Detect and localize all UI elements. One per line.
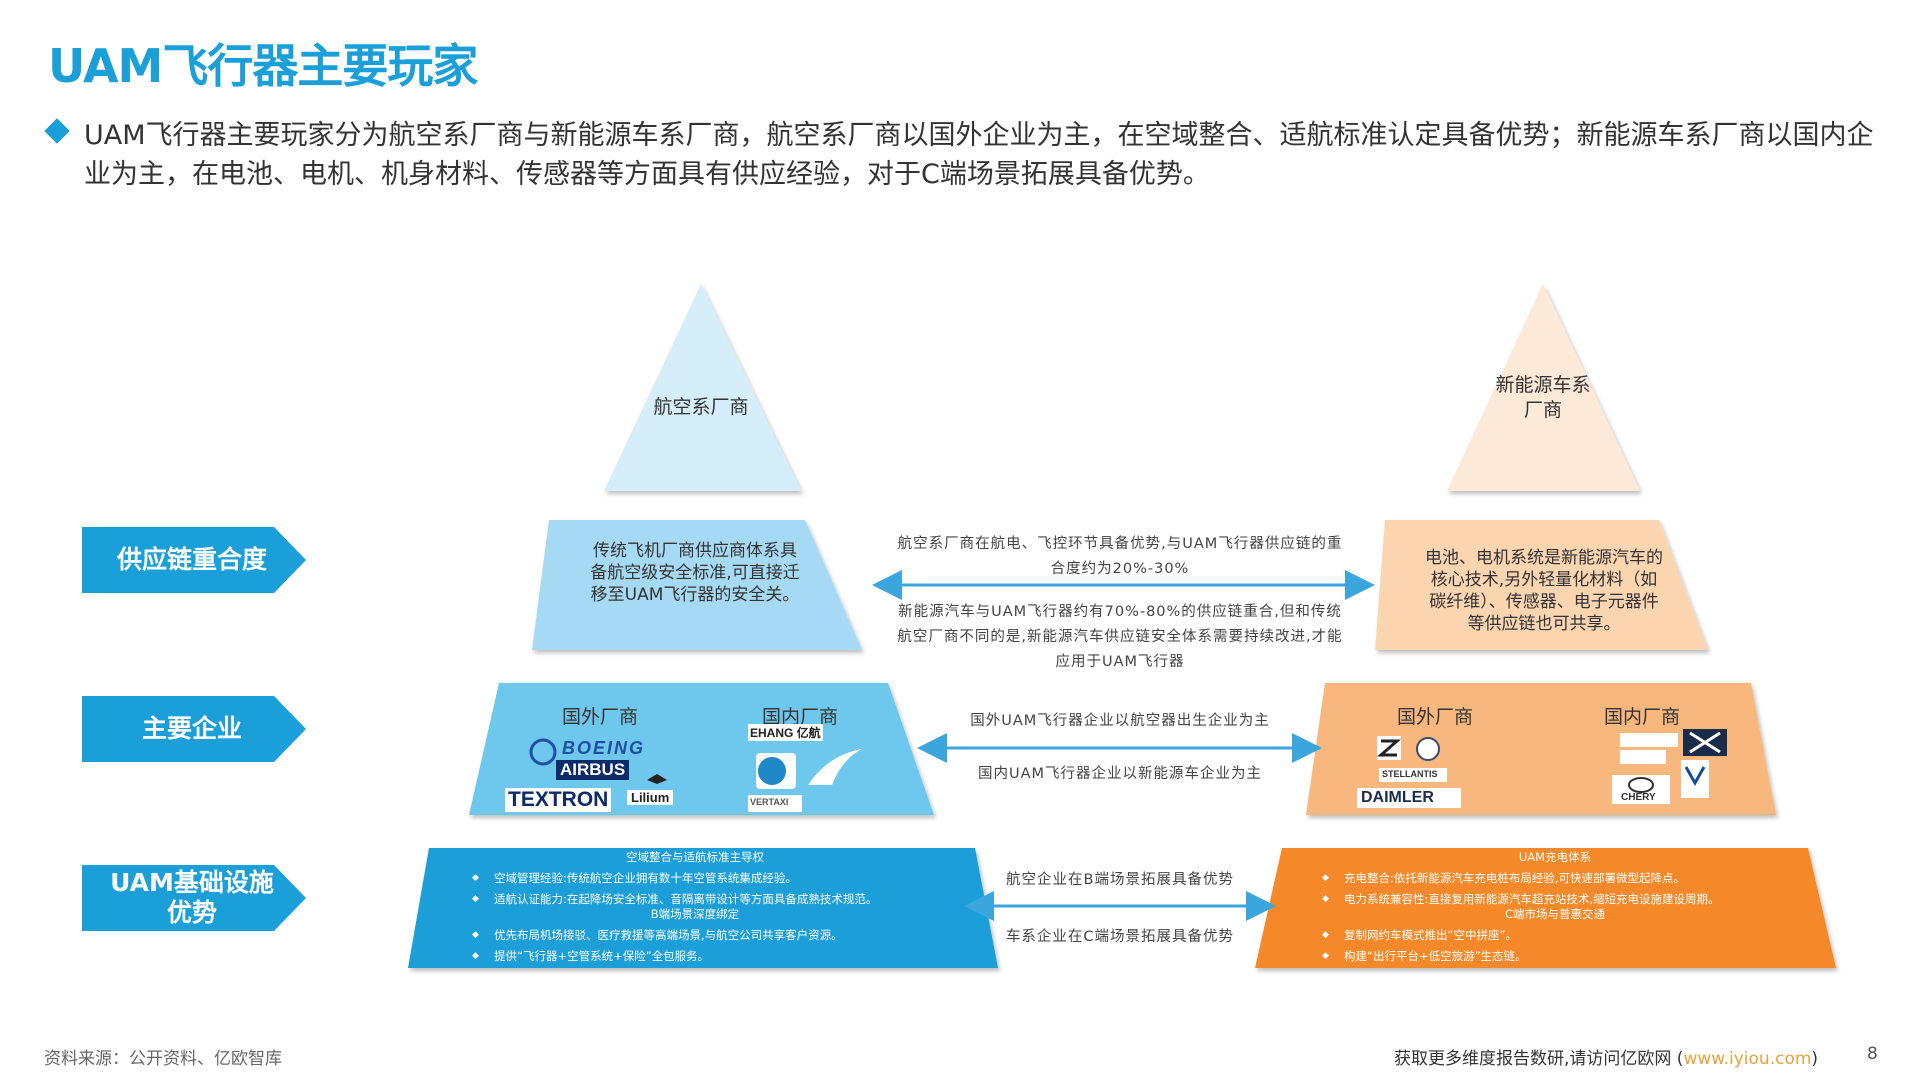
page-title: UAM飞行器主要玩家 bbox=[48, 39, 478, 93]
right-infra-item: 充电整合:依托新能源汽车充电桩布局经验,可快速部署微型起降点。 bbox=[1320, 871, 1790, 885]
lilium-logo: Lilium bbox=[627, 790, 674, 805]
vw-logo-icon bbox=[1416, 737, 1440, 761]
left-pyramid-supply bbox=[532, 520, 862, 650]
stellantis-logo: STELLANTIS bbox=[1382, 769, 1438, 779]
right-infra-item: 复制网约车模式推出“空中拼座”。 bbox=[1320, 928, 1790, 942]
left-infra-item: 适航认证能力:在起降场安全标准、音隔离带设计等方面具备成熟技术规范。 bbox=[470, 892, 920, 906]
right-infra-list: UAM充电体系 充电整合:依托新能源汽车充电桩布局经验,可快速部署微型起降点。 … bbox=[1320, 850, 1790, 963]
left-infra-subhead: B端场景深度绑定 bbox=[650, 907, 740, 921]
supply-banner bbox=[82, 527, 306, 593]
footer-more: 获取更多维度报告数研,请访问亿欧网 (www.iyiou.com) bbox=[1394, 1044, 1818, 1069]
changan-v-icon bbox=[1684, 766, 1706, 787]
page-number: 8 bbox=[1867, 1044, 1878, 1064]
right-supply-text: 电池、电机系统是新能源汽车的核心技术,另外轻量化材料（如碳纤维）、传感器、电子元… bbox=[1425, 548, 1663, 634]
dongfeng-logo-icon bbox=[1620, 750, 1666, 764]
boeing-logo-icon bbox=[529, 738, 557, 766]
left-infra-head: 空域整合与适航标准主导权 bbox=[626, 850, 764, 864]
middle-company-bottom: 国内UAM飞行器企业以新能源车企业为主 bbox=[977, 766, 1263, 782]
gac-logo-icon bbox=[1620, 733, 1678, 747]
iyiou-link[interactable]: www.iyiou.com bbox=[1683, 1049, 1812, 1069]
changan-logo-icon bbox=[1681, 760, 1709, 798]
right-domestic-label: 国内厂商 bbox=[1603, 706, 1680, 728]
companies-banner bbox=[82, 696, 306, 762]
right-infra-head: UAM充电体系 bbox=[1518, 850, 1592, 864]
middle-supply-top: 航空系厂商在航电、飞控环节具备优势,与UAM飞行器供应链的重合度约为20%-30… bbox=[897, 536, 1343, 577]
chery-emblem-icon bbox=[1628, 777, 1654, 793]
daimler-logo: DAIMLER bbox=[1361, 789, 1434, 806]
right-foreign-label: 国外厂商 bbox=[1396, 706, 1473, 728]
middle-supply-bottom: 新能源汽车与UAM飞行器约有70%-80%的供应链重合,但和传统航空厂商不同的是… bbox=[897, 604, 1343, 670]
left-infra-item: 优先布局机场接驳、医疗救援等高端场景,与航空公司共享客户资源。 bbox=[470, 928, 920, 942]
infra-banner-line2: 优势 bbox=[166, 898, 217, 927]
right-pyramid-supply bbox=[1375, 520, 1708, 650]
ehang-circle-logo-icon bbox=[756, 755, 788, 787]
right-infra-subhead: C端市场与普惠交通 bbox=[1504, 907, 1606, 921]
right-top-line1: 新能源车系 bbox=[1495, 374, 1591, 396]
lilium-logo-icon bbox=[647, 774, 667, 784]
left-domestic-label: 国内厂商 bbox=[761, 706, 838, 728]
right-pyramid-top bbox=[1447, 284, 1640, 491]
infra-banner-line1: UAM基础设施 bbox=[110, 868, 274, 897]
vertaxi-logo: VERTAXI bbox=[750, 797, 789, 807]
source-note: 资料来源：公开资料、亿欧智库 bbox=[44, 1049, 282, 1069]
footer-close-paren: ) bbox=[1811, 1049, 1819, 1069]
wing-logo-icon bbox=[808, 749, 862, 785]
supply-banner-label: 供应链重合度 bbox=[116, 545, 267, 574]
chery-logo: CHERY bbox=[1621, 792, 1656, 803]
vertaxi-logo-icon bbox=[748, 795, 802, 812]
textron-logo: TEXTRON bbox=[505, 788, 612, 812]
right-top-label: 新能源车系 厂商 bbox=[1480, 373, 1606, 423]
stellantis-logo-icon bbox=[1379, 768, 1447, 782]
companies-banner-label: 主要企业 bbox=[141, 714, 242, 743]
right-infra-item: 电力系统兼容性:直接复用新能源汽车超充站技术,缩短充电设施建设周期。 bbox=[1320, 892, 1790, 906]
footer-more-text: 获取更多维度报告数研,请访问亿欧网 ( bbox=[1394, 1049, 1684, 1069]
chery-logo-icon bbox=[1612, 775, 1670, 804]
xpeng-x-icon bbox=[1689, 731, 1721, 754]
intro-text: UAM飞行器主要玩家分为航空系厂商与新能源车系厂商，航空系厂商以国外企业为主，在… bbox=[84, 120, 1874, 190]
left-infra-item: 提供“飞行器+空管系统+保险”全包服务。 bbox=[470, 949, 920, 963]
left-infra-list: 空域整合与适航标准主导权 空域管理经验:传统航空企业拥有数十年空管系统集成经验。… bbox=[470, 850, 920, 963]
boeing-logo: BOEING bbox=[562, 738, 646, 758]
left-infra-item: 空域管理经验:传统航空企业拥有数十年空管系统集成经验。 bbox=[470, 871, 920, 885]
middle-company-top: 国外UAM飞行器企业以航空器出生企业为主 bbox=[970, 713, 1270, 729]
infra-banner bbox=[82, 865, 306, 931]
ehang-logo: EHANG 亿航 bbox=[748, 724, 823, 741]
right-infra-item: 构建“出行平台+低空旅游”生态链。 bbox=[1320, 949, 1790, 963]
left-supply-text: 传统飞机厂商供应商体系具备航空级安全标准,可直接迁移至UAM飞行器的安全关。 bbox=[590, 541, 800, 605]
airbus-logo: AIRBUS bbox=[556, 760, 630, 780]
right-top-line2: 厂商 bbox=[1523, 399, 1562, 421]
suzuki-s-icon bbox=[1377, 739, 1401, 757]
middle-infra-bottom: 车系企业在C端场景拓展具备优势 bbox=[1005, 929, 1235, 945]
left-pyramid-top bbox=[604, 284, 801, 491]
left-foreign-label: 国外厂商 bbox=[561, 706, 638, 728]
left-top-label: 航空系厂商 bbox=[653, 396, 749, 418]
intro-paragraph: UAM飞行器主要玩家分为航空系厂商与新能源车系厂商，航空系厂商以国外企业为主，在… bbox=[44, 116, 1898, 194]
daimler-logo-icon bbox=[1357, 788, 1461, 808]
middle-infra-top: 航空企业在B端场景拓展具备优势 bbox=[1006, 872, 1234, 888]
infra-banner-label: UAM基础设施 优势 bbox=[82, 868, 302, 928]
